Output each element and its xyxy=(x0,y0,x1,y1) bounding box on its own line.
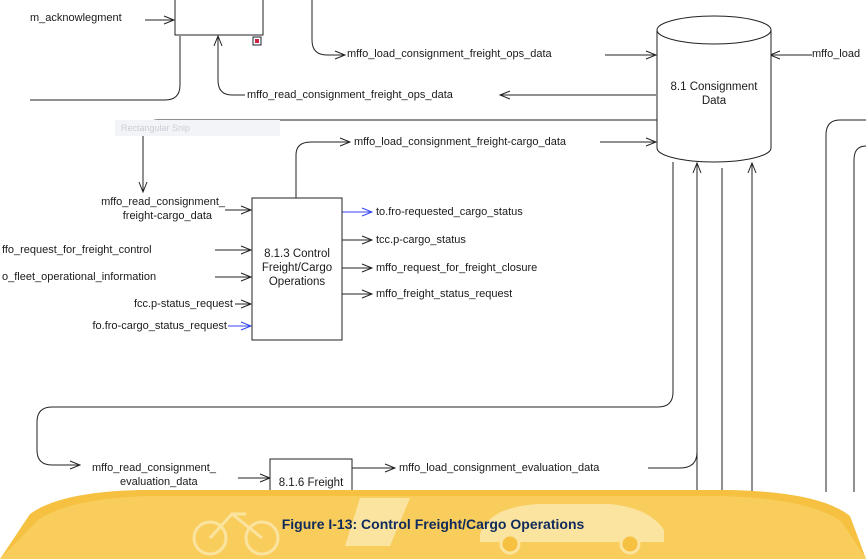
fleet-info-label: o_fleet_operational_information xyxy=(2,271,157,283)
eval-loop xyxy=(36,162,674,465)
control-process-line-3: Operations xyxy=(268,276,326,288)
load-cargo-label: mffo_load_consignment_freight-cargo_data xyxy=(354,136,566,148)
banner-art xyxy=(0,490,866,559)
read-ops-to-box xyxy=(218,36,245,96)
control-process-line-1: 8.1.3 Control xyxy=(264,248,330,260)
request-control-label: ffo_request_for_freight_control xyxy=(2,244,152,256)
left-curve-flow xyxy=(30,36,181,101)
freight-process-label: 8.1.6 Freight xyxy=(270,476,352,490)
banner-highlight xyxy=(0,496,866,559)
freight-status-req-label: mffo_freight_status_request xyxy=(376,288,513,300)
snip-overlay: Rectangular Snip xyxy=(115,120,280,136)
car-icon xyxy=(480,504,664,555)
right-curve-2 xyxy=(853,145,866,492)
tcc-cargo-status-label: tcc.p-cargo_status xyxy=(376,234,466,246)
control-process-box xyxy=(251,197,343,341)
load-eval-to-store xyxy=(648,451,698,469)
load-ops-label: mffo_load_consignment_freight_ops_data xyxy=(347,48,552,60)
datastore-line-2: Data xyxy=(701,95,727,107)
read-cargo-label-1: mffo_read_consignment_ xyxy=(101,196,225,208)
right-curve-1 xyxy=(825,119,866,492)
freight-process-line-1: 8.1.6 Freight xyxy=(278,477,344,489)
load-ops-flow xyxy=(311,0,345,55)
fo-cargo-req-label: fo.fro-cargo_status_request xyxy=(92,320,227,332)
read-ops-label: mffo_read_consignment_freight_ops_data xyxy=(247,89,453,101)
fcc-status-req-label: fcc.p-status_request xyxy=(133,298,233,310)
figure-caption: Figure I-13: Control Freight/Cargo Opera… xyxy=(281,516,585,532)
read-cargo-label-2: freight-cargo_data xyxy=(122,210,212,222)
read-eval-label-2: evaluation_data xyxy=(120,476,198,488)
top-process-box xyxy=(174,0,264,36)
datastore-line-1: 8.1 Consignment xyxy=(670,81,758,93)
control-process-line-2: Freight/Cargo xyxy=(261,262,333,274)
read-eval-label-1: mffo_read_consignment_ xyxy=(92,462,216,474)
load-eval-label: mffo_load_consignment_evaluation_data xyxy=(399,462,600,474)
load-cargo-flow xyxy=(295,142,350,198)
to-cargo-status-label: to.fro-requested_cargo_status xyxy=(376,206,523,218)
load-right-label: mffo_load xyxy=(812,48,861,60)
consignment-datastore xyxy=(656,15,772,163)
footer-banner xyxy=(0,486,866,559)
request-closure-label: mffo_request_for_freight_closure xyxy=(376,262,538,274)
arrow-shape xyxy=(345,498,410,546)
bicycle-icon xyxy=(192,511,280,556)
control-process-label: 8.1.3 Control Freight/Cargo Operations xyxy=(252,247,342,289)
datastore-label: 8.1 Consignment Data xyxy=(657,80,771,108)
acknowledgment-label: m_acknowlegment xyxy=(30,12,122,24)
